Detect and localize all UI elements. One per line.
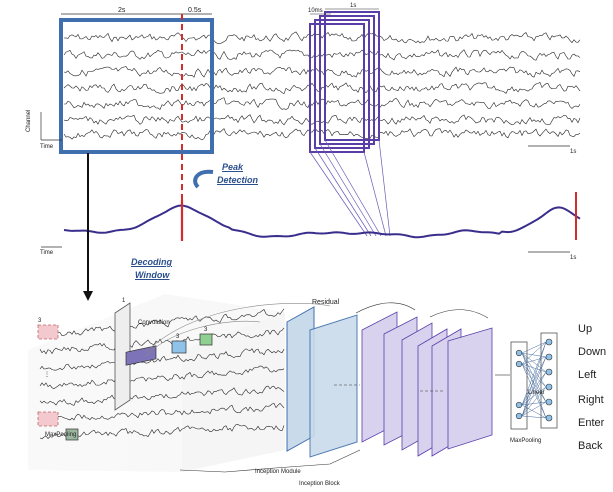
pink-kernel-bottom	[37, 411, 59, 427]
network-input-trace	[39, 308, 285, 338]
label-0-5s: 0.5s	[188, 7, 202, 14]
linear-edge	[521, 386, 547, 417]
window-projection-lines	[309, 139, 391, 237]
linear-neuron	[545, 383, 553, 391]
linear-edge	[521, 363, 547, 388]
residual-connector	[145, 303, 331, 353]
output-label-back: Back	[578, 440, 603, 452]
linear-edge	[521, 401, 547, 406]
linear-edge	[521, 371, 547, 417]
decoding-window-box	[59, 18, 214, 154]
convolution-label: Convolution	[138, 320, 170, 326]
linear-edge	[521, 341, 547, 406]
output-label-up: Up	[578, 323, 593, 335]
inception-block-label: Inception Block	[299, 481, 340, 487]
eeg-trace	[63, 49, 581, 61]
linear-edge	[521, 341, 547, 365]
peak-detection-arrow	[193, 169, 214, 189]
linear-neuron	[545, 368, 553, 376]
output-label-down: Down	[578, 346, 607, 358]
eeg-trace	[63, 114, 581, 126]
peak-detection-curve	[63, 204, 581, 239]
maxpooling-neurons	[515, 349, 523, 420]
peak-detection-line2: Detection	[217, 175, 259, 185]
linear-edge	[521, 341, 547, 417]
inception-block-stack	[361, 311, 493, 457]
linear-label: Linear	[528, 390, 545, 396]
linear-neuron	[545, 338, 553, 346]
linear-edge	[521, 356, 547, 417]
output-label-enter: Enter	[578, 417, 605, 429]
conv-feature-map-blue	[171, 340, 187, 354]
network-input-trace	[39, 348, 285, 371]
linear-edge	[521, 352, 547, 403]
eeg-trace	[63, 81, 581, 95]
pink-kernel-top	[37, 324, 59, 340]
linear-edge	[521, 352, 547, 358]
network-input-trace	[39, 365, 285, 389]
network-input-trace	[39, 402, 285, 421]
peak-detection-line1: Peak	[222, 162, 244, 172]
network-input-trace	[39, 424, 285, 440]
channel-ellipsis: ⋮	[44, 372, 50, 378]
linear-edge	[521, 341, 547, 354]
eeg-trace	[63, 128, 581, 141]
inception-block-bracket	[274, 449, 361, 469]
decoding-arrow-head	[83, 291, 93, 301]
decoding-window-line1: Decoding	[131, 257, 173, 267]
conv-feature-map-purple	[125, 345, 157, 366]
linear-edge	[521, 401, 547, 417]
label-1s-top-window: 1s	[350, 3, 357, 9]
label-10ms: 10ms	[308, 8, 323, 14]
channel-axis-label: Channel	[26, 109, 32, 132]
maxpooling-label-right: MaxPooling	[510, 438, 542, 444]
time-axis-label-middle: Time	[40, 250, 54, 256]
linear-vector	[540, 332, 558, 429]
eeg-trace	[63, 31, 581, 44]
convolution-connector	[145, 321, 261, 357]
linear-edge	[521, 363, 547, 419]
residual-label: Residual	[312, 299, 340, 306]
linear-edge	[521, 386, 547, 406]
network-input-trace	[39, 385, 285, 406]
output-label-right: Right	[578, 394, 604, 406]
linear-edge	[521, 352, 547, 419]
inception-module-label: Inception Module	[255, 469, 301, 475]
convolution-kernel-slab	[114, 302, 131, 411]
label-1-kernel: 1	[122, 298, 126, 304]
conv-feature-map-green	[199, 333, 213, 346]
linear-neuron	[545, 353, 553, 361]
linear-edge	[521, 371, 547, 406]
linear-edge	[521, 363, 547, 403]
linear-connections	[521, 341, 547, 419]
eeg-channel-traces	[63, 31, 581, 141]
maxpooling-label-left: MaxPooling	[45, 432, 77, 438]
eeg-trace	[63, 97, 581, 110]
flow-arrows	[334, 302, 510, 392]
linear-edge	[521, 356, 547, 365]
decoding-window-line2: Window	[135, 270, 170, 280]
linear-edge	[521, 415, 547, 419]
output-label-left: Left	[578, 369, 597, 381]
inception-module-block-2	[309, 314, 358, 458]
label-3-green: 3	[204, 327, 208, 333]
label-3-pink: 3	[38, 318, 42, 324]
linear-edge	[521, 356, 547, 406]
linear-neuron	[545, 398, 553, 406]
linear-edge	[521, 404, 547, 419]
label-2s: 2s	[118, 7, 126, 14]
linear-edge	[521, 363, 547, 373]
linear-edge	[521, 352, 547, 373]
scale-label-middle: 1s	[570, 255, 577, 261]
linear-edge	[521, 352, 547, 388]
sliding-window-stack	[309, 11, 380, 153]
time-axis-label-top: Time	[40, 144, 54, 150]
maxpooling-map	[65, 428, 79, 441]
eeg-trace	[63, 66, 581, 78]
scale-label-top: 1s	[570, 149, 577, 155]
inception-module-bracket	[179, 467, 276, 473]
linear-neuron	[545, 414, 553, 422]
label-3-blue: 3	[176, 334, 180, 340]
